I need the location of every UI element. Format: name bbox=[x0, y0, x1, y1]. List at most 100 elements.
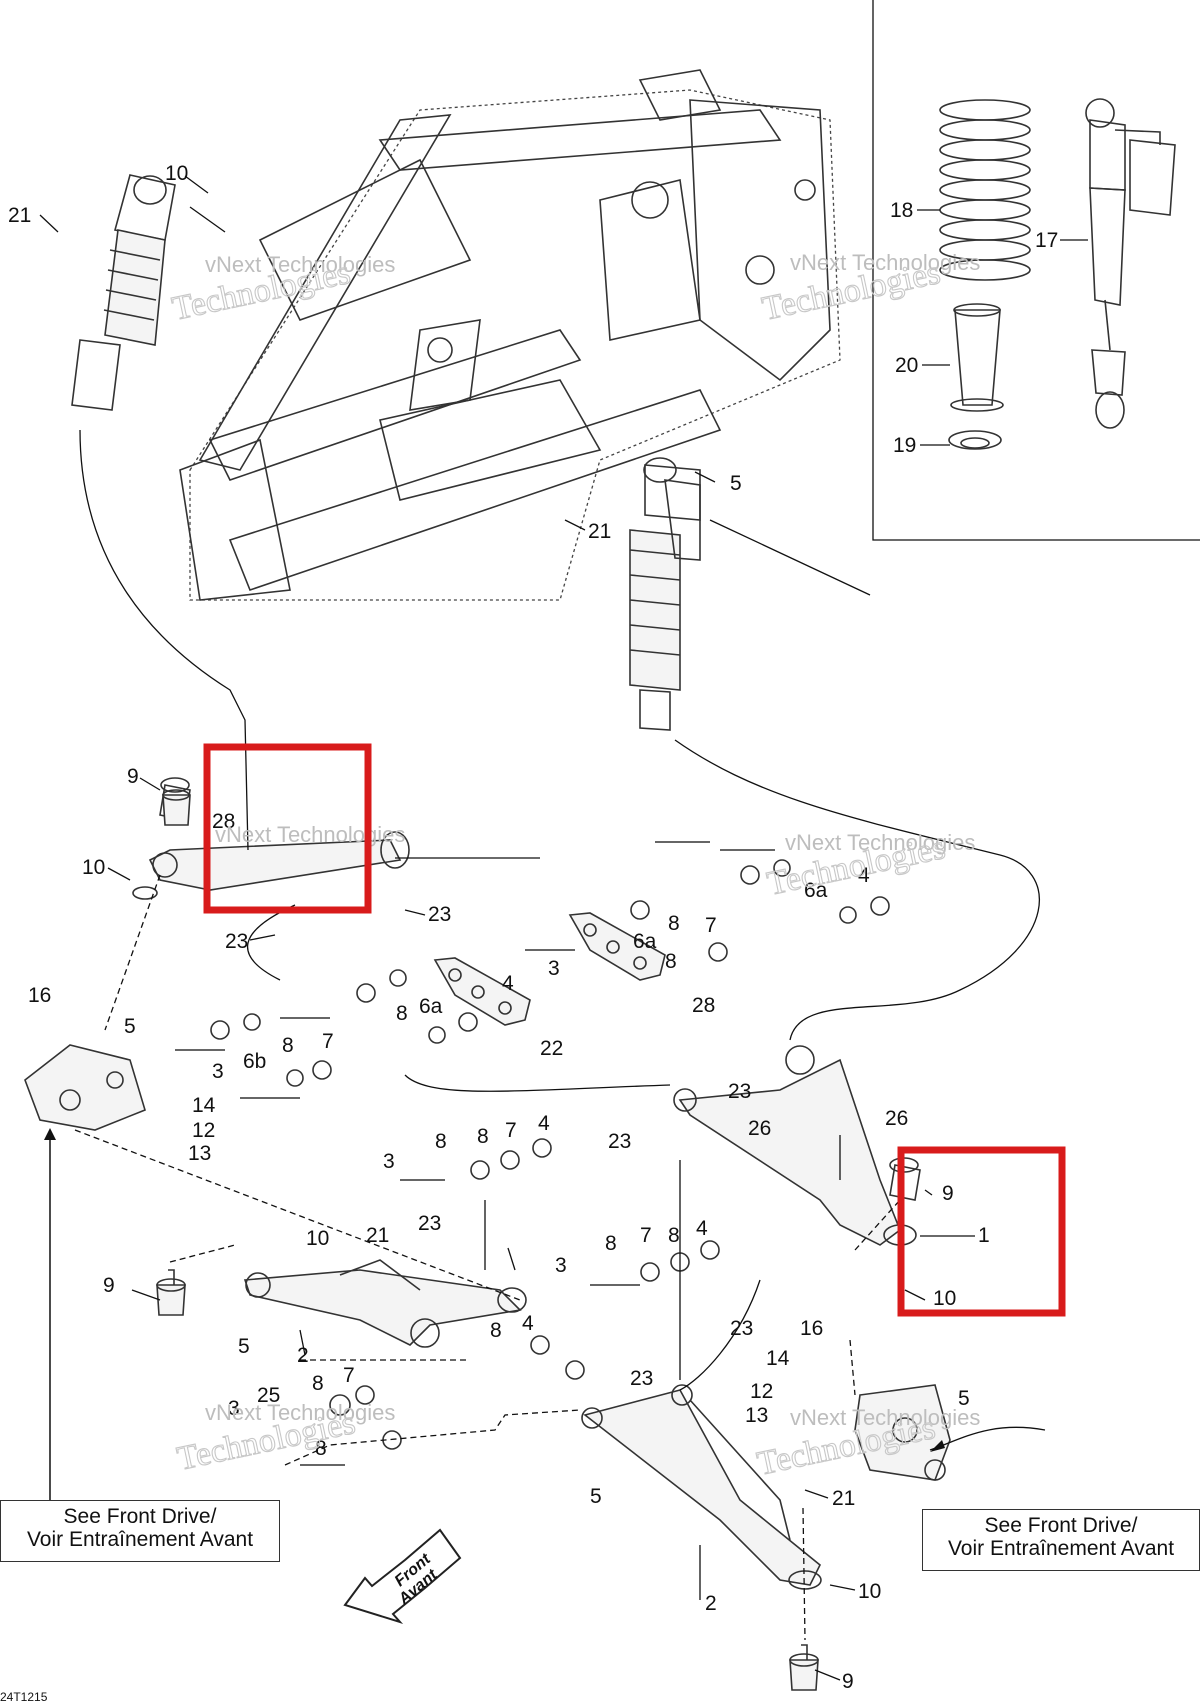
svg-text:vNext Technologies: vNext Technologies bbox=[205, 1400, 395, 1425]
upper-a-arm-right bbox=[673, 1045, 921, 1246]
upper-a-arm-left bbox=[132, 777, 410, 900]
see-front-drive-note-left: See Front Drive/ Voir Entraînement Avant bbox=[0, 1500, 280, 1562]
front-direction-arrow: Front Avant bbox=[343, 1528, 462, 1624]
hardware-row-upper-right bbox=[525, 841, 890, 962]
hardware-row-middle bbox=[175, 969, 720, 1466]
see-front-drive-note-right: See Front Drive/ Voir Entraînement Avant bbox=[922, 1509, 1200, 1571]
callout-10: 9 bbox=[842, 1670, 854, 1693]
callout-6a: 6a bbox=[419, 995, 443, 1018]
callout-28: 28 bbox=[692, 994, 715, 1017]
note-right-line1: See Front Drive/ bbox=[984, 1514, 1138, 1537]
callout-23: 23 bbox=[428, 903, 451, 926]
callout-4: 4 bbox=[858, 864, 870, 887]
link-plate-28 bbox=[568, 912, 666, 981]
callout-6a: 6a bbox=[633, 930, 657, 953]
callout-21: 21 bbox=[366, 1224, 389, 1247]
callout-14: 13 bbox=[745, 1404, 768, 1427]
callout-13: 12 bbox=[192, 1119, 215, 1142]
callout-8: 8 bbox=[668, 912, 680, 935]
callout-17: 17 bbox=[1035, 229, 1058, 252]
callout-25: 25 bbox=[257, 1384, 280, 1407]
callout-3: 3 bbox=[212, 1060, 224, 1083]
callout-12: 10 bbox=[82, 856, 105, 879]
callout-26: 28 bbox=[212, 810, 235, 833]
svg-text:vNext Technologies: vNext Technologies bbox=[790, 250, 980, 275]
figure-id: 24T1215 bbox=[0, 1690, 48, 1704]
inset-spring bbox=[939, 99, 1031, 281]
callout-2: 2 bbox=[705, 1592, 717, 1615]
lower-a-arm-right bbox=[581, 1384, 822, 1590]
leader-lines bbox=[49, 206, 1046, 1641]
callout-23: 23 bbox=[730, 1317, 753, 1340]
left-knuckle bbox=[24, 1044, 146, 1131]
callout-23: 23 bbox=[630, 1367, 653, 1390]
highlight-box-upper-left bbox=[203, 743, 372, 914]
callout-3: 3 bbox=[383, 1150, 395, 1173]
inset-shock bbox=[1085, 98, 1176, 429]
callout-16: 16 bbox=[28, 984, 51, 1007]
callout-8: 8 bbox=[435, 1130, 447, 1153]
left-shock-absorber bbox=[71, 174, 176, 411]
note-left-line1: See Front Drive/ bbox=[63, 1505, 217, 1528]
callout-8: 8 bbox=[396, 1002, 408, 1025]
callout-10: 9 bbox=[103, 1274, 115, 1297]
callout-7: 7 bbox=[343, 1364, 355, 1387]
callout-26: 26 bbox=[748, 1117, 771, 1140]
link-plate-22 bbox=[433, 957, 531, 1026]
callout-21: 21 bbox=[588, 520, 611, 543]
callout-4: 4 bbox=[522, 1312, 534, 1335]
callout-23: 23 bbox=[418, 1212, 441, 1235]
callout-15: 14 bbox=[766, 1347, 790, 1370]
svg-text:vNext Technologies: vNext Technologies bbox=[785, 830, 975, 855]
callout-21: 21 bbox=[832, 1487, 855, 1510]
note-right-line2: Voir Entraînement Avant bbox=[947, 1537, 1175, 1560]
callout-5: 10 bbox=[165, 162, 188, 185]
callout-5: 5 bbox=[238, 1335, 250, 1358]
callout-1: 1 bbox=[978, 1224, 990, 1247]
highlights bbox=[203, 743, 1066, 1317]
callout-22: 22 bbox=[540, 1037, 563, 1060]
callout-7: 7 bbox=[322, 1030, 334, 1053]
callout-26: 26 bbox=[885, 1107, 908, 1130]
callout-7: 7 bbox=[705, 914, 717, 937]
svg-text:vNext Technologies: vNext Technologies bbox=[215, 822, 405, 847]
callout-6a: 6a bbox=[804, 879, 828, 902]
callout-8: 8 bbox=[668, 1224, 680, 1247]
callout-2: 2 bbox=[297, 1344, 309, 1367]
note-arrows bbox=[44, 1128, 945, 1500]
inset-sleeve bbox=[950, 303, 1004, 412]
callout-16: 16 bbox=[800, 1317, 823, 1340]
callout-8: 8 bbox=[477, 1125, 489, 1148]
callout-3: 3 bbox=[555, 1254, 567, 1277]
callout-5: 5 bbox=[730, 472, 742, 495]
callout-7: 7 bbox=[640, 1224, 652, 1247]
callout-9: 9 bbox=[942, 1182, 954, 1205]
right-shock-absorber bbox=[629, 457, 701, 731]
callout-23: 23 bbox=[225, 930, 248, 953]
callout-8: 8 bbox=[605, 1232, 617, 1255]
callout-4: 4 bbox=[502, 972, 514, 995]
callout-12: 10 bbox=[933, 1287, 956, 1310]
callout-14: 13 bbox=[188, 1142, 211, 1165]
callout-12: 10 bbox=[858, 1580, 881, 1603]
callout-21: 21 bbox=[8, 204, 31, 227]
svg-text:vNext Technologies: vNext Technologies bbox=[790, 1405, 980, 1430]
callout-3: 3 bbox=[228, 1397, 240, 1420]
callout-23: 23 bbox=[728, 1080, 751, 1103]
ball-joint-upper-left bbox=[162, 789, 191, 826]
callout-5: 5 bbox=[958, 1387, 970, 1410]
callout-13: 12 bbox=[750, 1380, 773, 1403]
callout-leaders bbox=[39, 175, 1088, 1681]
callout-8: 8 bbox=[490, 1319, 502, 1342]
callout-9: 9 bbox=[127, 765, 139, 788]
callout-5: 5 bbox=[124, 1015, 136, 1038]
callout-8: 8 bbox=[665, 950, 677, 973]
callout-8: 8 bbox=[282, 1034, 294, 1057]
callout-15: 14 bbox=[192, 1094, 216, 1117]
callout-19: 19 bbox=[893, 434, 916, 457]
right-knuckle bbox=[854, 1384, 951, 1481]
callout-8: 8 bbox=[312, 1372, 324, 1395]
svg-text:vNext Technologies: vNext Technologies bbox=[205, 252, 395, 277]
